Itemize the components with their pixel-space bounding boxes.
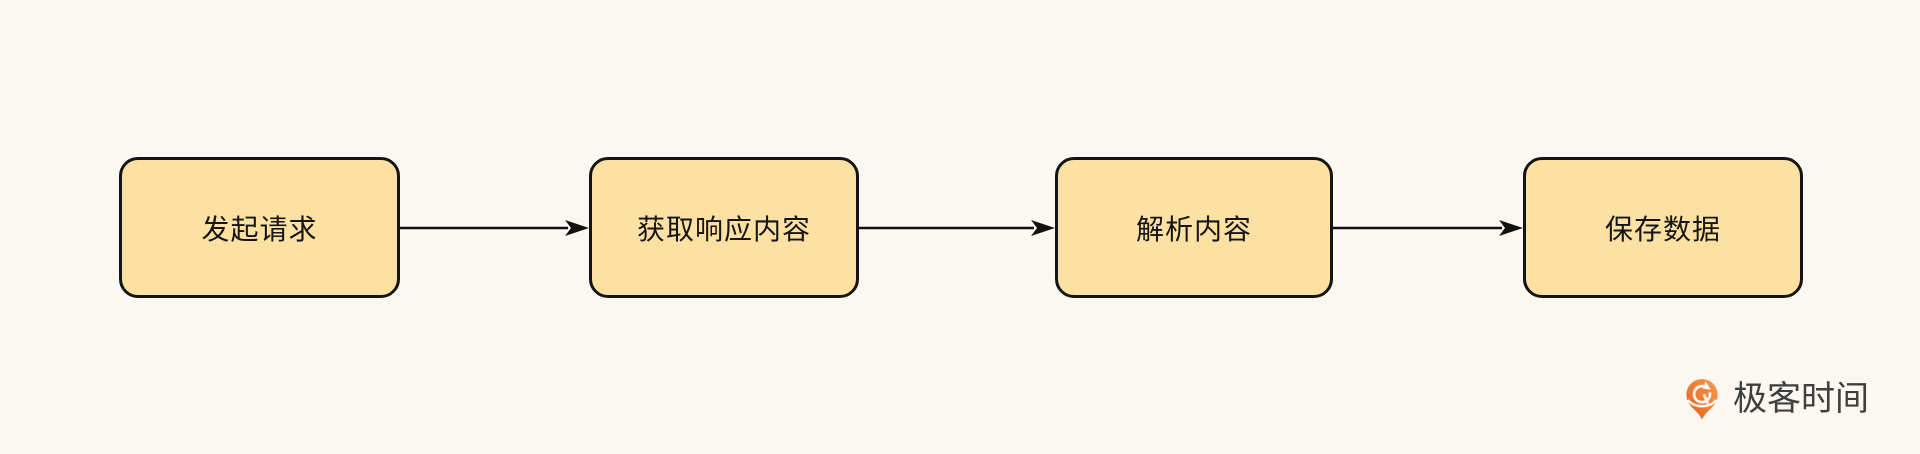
flow-arrow-1 bbox=[400, 220, 589, 236]
flow-node-label: 解析内容 bbox=[1135, 213, 1252, 245]
flow-node-label: 发起请求 bbox=[201, 213, 318, 245]
geektime-logo: 极客时间 bbox=[1686, 378, 1869, 421]
flow-node-save-data: 保存数据 bbox=[1523, 157, 1803, 298]
flow-node-label: 获取响应内容 bbox=[636, 213, 811, 245]
logo-text: 极客时间 bbox=[1733, 380, 1869, 418]
flow-node-initiate-request: 发起请求 bbox=[119, 157, 400, 298]
flow-arrow-3 bbox=[1333, 220, 1523, 236]
flow-node-parse-content: 解析内容 bbox=[1055, 157, 1333, 298]
flow-node-get-response: 获取响应内容 bbox=[589, 157, 859, 298]
flow-node-label: 保存数据 bbox=[1604, 213, 1721, 245]
flow-arrow-2 bbox=[859, 220, 1055, 236]
geektime-pin-icon bbox=[1686, 379, 1718, 419]
